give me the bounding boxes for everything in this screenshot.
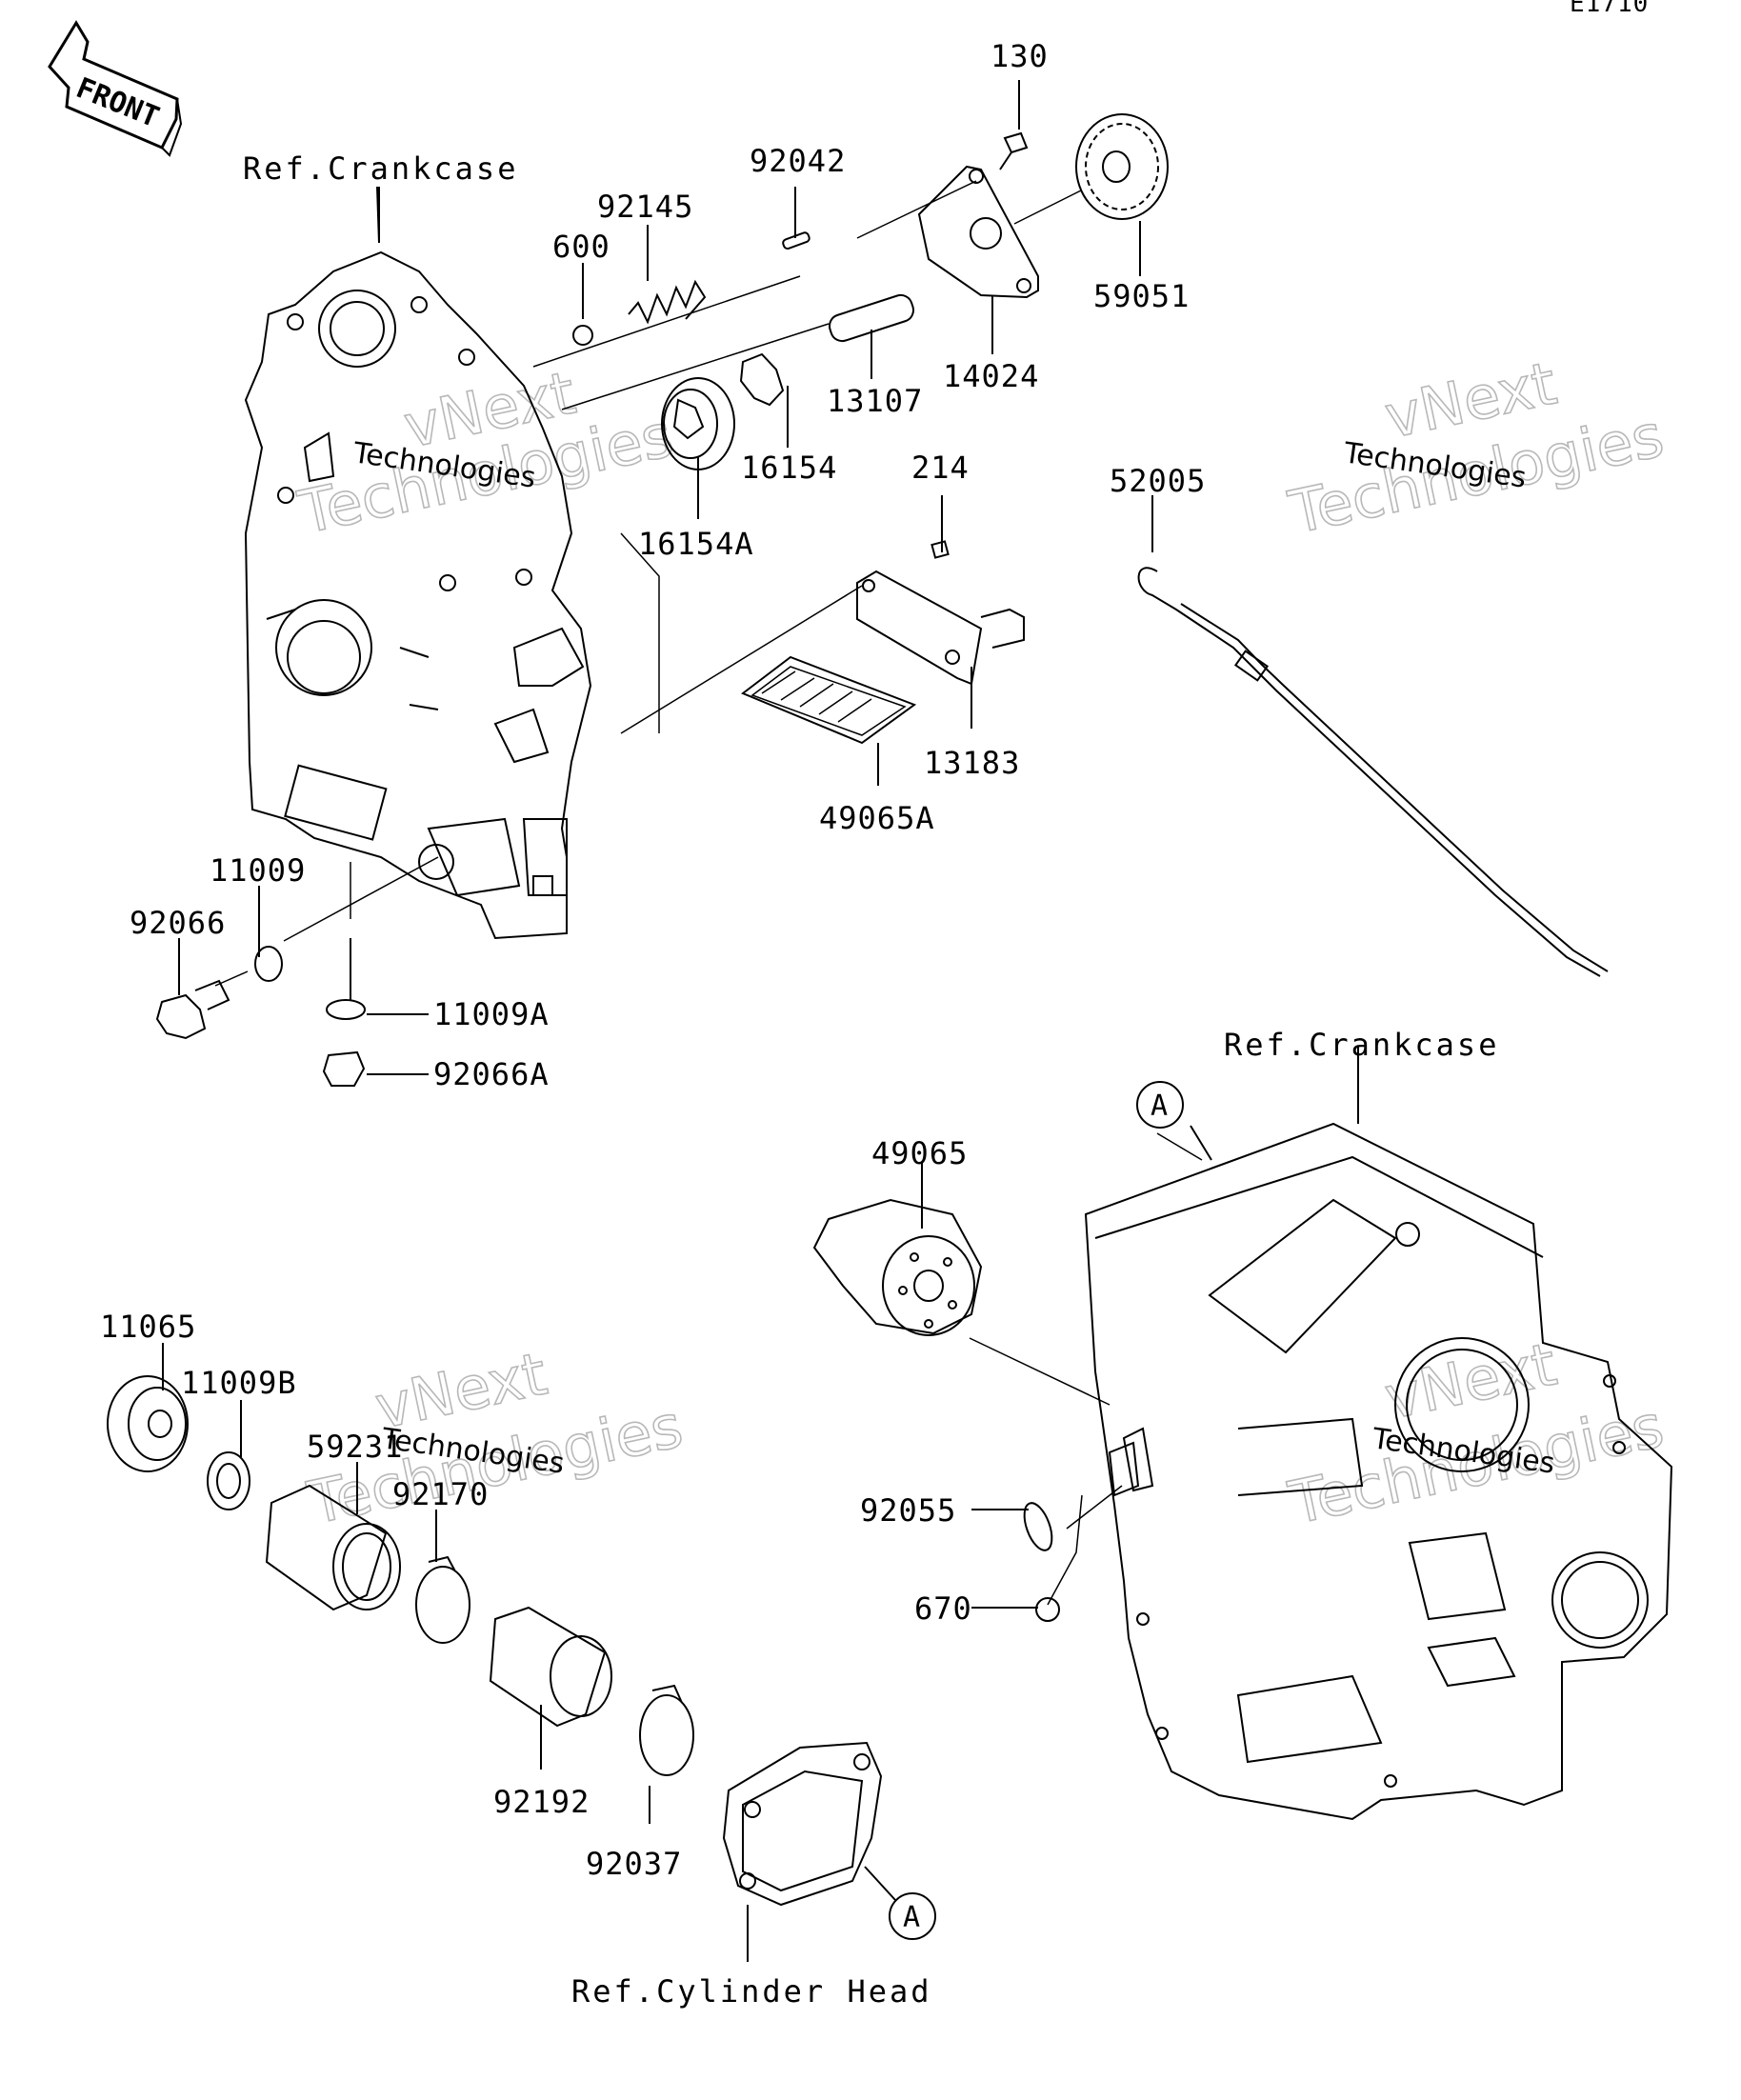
hose-and-clamps-drawing	[265, 1484, 694, 1776]
part-label-670: 670	[914, 1590, 972, 1627]
part-label-59051: 59051	[1093, 278, 1190, 314]
oil-filter-drawing	[812, 1198, 983, 1336]
part-label-92192: 92192	[493, 1784, 590, 1820]
part-label-600: 600	[552, 229, 610, 265]
pump-gear-drawing	[1075, 113, 1169, 220]
cylinder-head-cover-drawing	[722, 1741, 883, 1907]
part-label-59231: 59231	[307, 1429, 403, 1465]
part-label-214: 214	[911, 450, 970, 486]
part-label-92037: 92037	[586, 1846, 682, 1882]
crankcase-drawing	[1084, 1122, 1673, 1821]
pump-rotor-drawing	[661, 352, 785, 470]
part-labels: 130 92042 92145 600 59051 14024 13107 16…	[100, 38, 1206, 1882]
dipstick-drawing	[1137, 567, 1609, 977]
relief-spring-drawing	[572, 279, 707, 346]
leader-lines	[162, 80, 1359, 1962]
suction-cap-drawing	[107, 1375, 250, 1510]
part-label-92042: 92042	[750, 143, 846, 179]
crankcase-cover-drawing	[244, 250, 592, 940]
oil-strainer-drawing	[741, 540, 1025, 745]
part-label-49065A: 49065A	[819, 800, 935, 836]
part-label-92055: 92055	[860, 1492, 956, 1529]
front-label: FRONT	[71, 71, 164, 134]
part-label-14024: 14024	[943, 358, 1039, 394]
part-label-11009B: 11009B	[181, 1365, 297, 1401]
part-label-92170: 92170	[392, 1476, 489, 1512]
ref-crankcase-top: Ref.Crankcase	[243, 150, 518, 187]
part-label-92066A: 92066A	[433, 1056, 550, 1092]
part-label-52005: 52005	[1110, 463, 1206, 499]
diagram-code: E1710	[1570, 0, 1649, 18]
marker-a-top-label: A	[1151, 1090, 1168, 1123]
part-label-92145: 92145	[597, 189, 693, 225]
watermark: vNext Technologies Technologies vNext vN…	[291, 348, 1670, 1539]
part-label-13107: 13107	[827, 383, 923, 419]
ref-cylinder-head: Ref.Cylinder Head	[571, 1973, 932, 2010]
part-label-49065: 49065	[871, 1135, 968, 1171]
part-label-16154: 16154	[741, 450, 837, 486]
part-label-16154A: 16154A	[638, 526, 754, 562]
o-rings-drawing	[1023, 1502, 1060, 1622]
marker-a-top: A	[1136, 1081, 1184, 1129]
front-arrow-icon: FRONT	[48, 20, 183, 157]
drain-plugs-drawing	[155, 946, 366, 1087]
pump-cover-plate-drawing	[917, 131, 1039, 299]
pin-and-shaft-drawing	[782, 231, 915, 343]
ref-crankcase-bottom: Ref.Crankcase	[1224, 1027, 1499, 1063]
part-label-130: 130	[991, 38, 1049, 74]
part-label-13183: 13183	[924, 745, 1020, 781]
marker-a-bottom: A	[889, 1892, 936, 1940]
part-label-92066: 92066	[130, 905, 226, 941]
part-label-11009: 11009	[210, 852, 306, 889]
part-label-11009A: 11009A	[433, 996, 550, 1032]
part-label-11065: 11065	[100, 1309, 196, 1345]
marker-a-bottom-label: A	[903, 1901, 920, 1934]
